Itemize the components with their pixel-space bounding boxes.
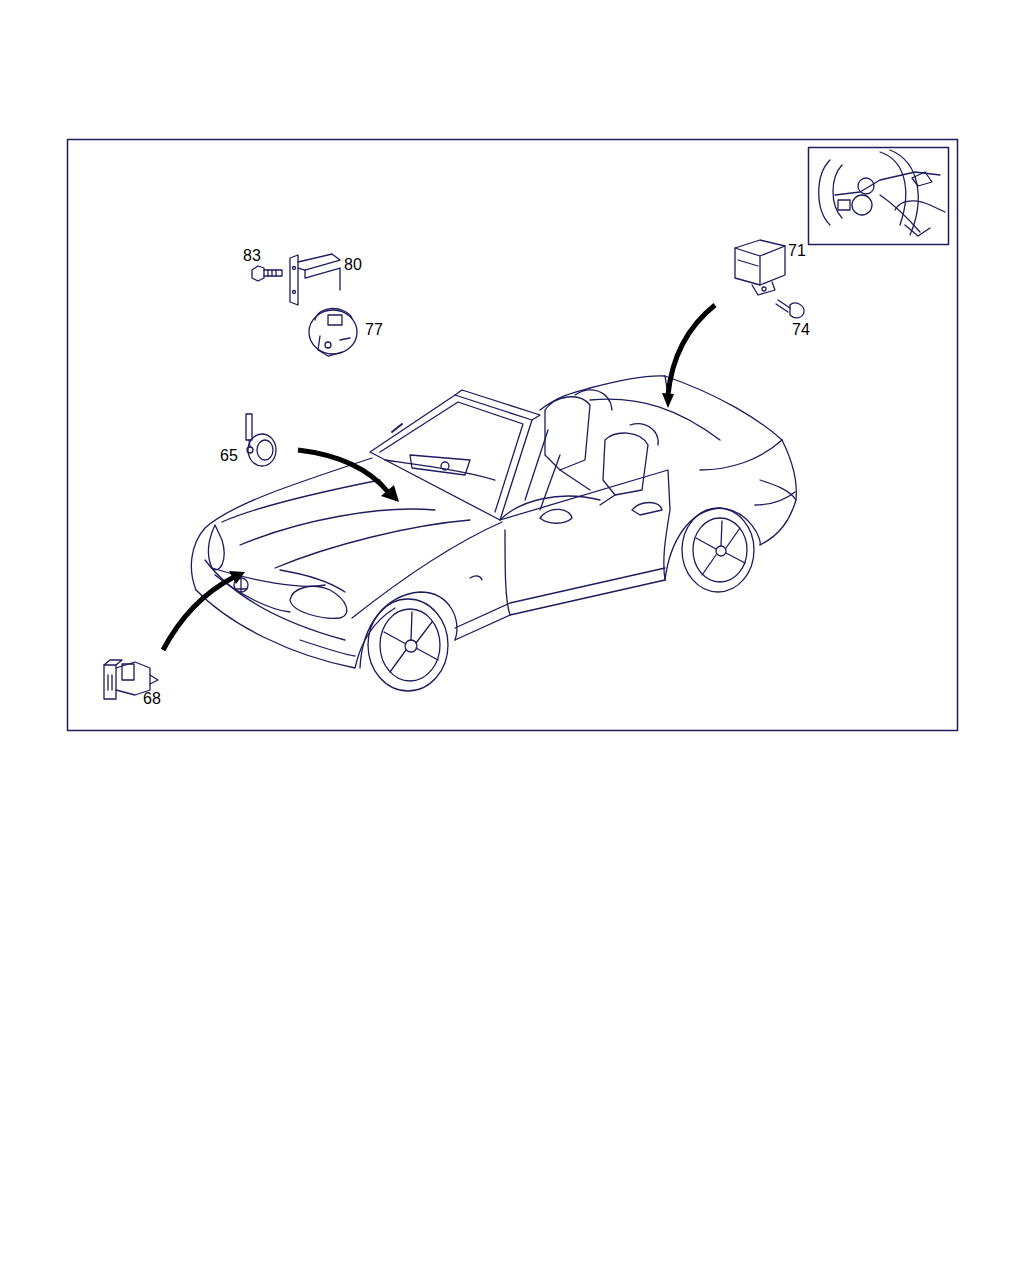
control-unit [735,240,785,295]
sensor [309,308,357,356]
bolt [776,300,804,318]
location-arrow [163,305,715,650]
callout-number: 83 [243,247,261,265]
arrowhead [229,393,674,584]
callout-number: 80 [344,256,362,274]
callout-number: 77 [365,321,383,339]
wheel [682,508,754,592]
bracket [290,254,340,305]
car-outline [191,376,796,668]
diagram-frame [68,140,958,731]
callout-number: 74 [792,321,810,339]
wheel [368,599,448,691]
horn [246,414,276,466]
callout-number: 65 [220,447,238,465]
inset-view [809,148,949,245]
callout-number: 68 [143,690,161,708]
callout-number: 71 [788,242,806,260]
bolt [252,266,282,281]
